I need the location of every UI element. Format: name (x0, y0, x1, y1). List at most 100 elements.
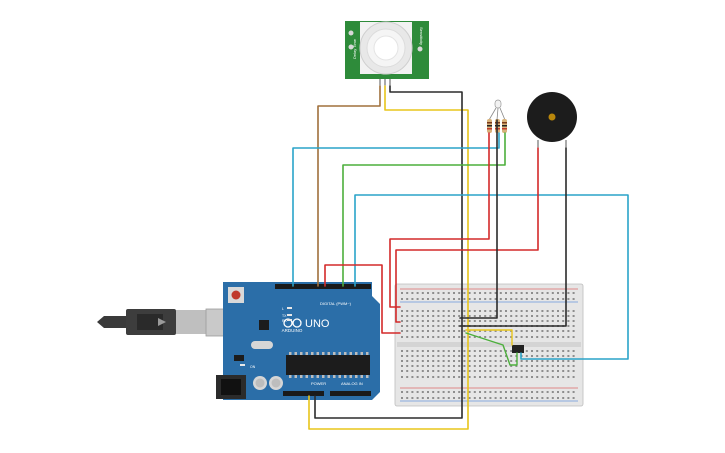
wire-blue-led[interactable] (292, 132, 500, 287)
breadboard-hole (546, 365, 549, 367)
breadboard-hole (510, 336, 513, 338)
breadboard-hole (416, 391, 419, 393)
breadboard-hole (453, 370, 455, 372)
breadboard-hole (468, 320, 471, 322)
piezo-buzzer[interactable] (527, 92, 577, 148)
breadboard-hole (567, 376, 570, 378)
breadboard-hole (416, 330, 419, 332)
breadboard-hole (536, 365, 539, 367)
breadboard-hole (421, 320, 424, 322)
wire-red-arduino[interactable] (324, 264, 401, 334)
breadboard-hole (479, 370, 481, 372)
wire-red-led[interactable] (389, 132, 490, 308)
chip-pin (333, 352, 336, 355)
breadboard-hole (499, 355, 502, 357)
breadboard-hole (499, 360, 502, 362)
transistor[interactable] (512, 345, 524, 353)
breadboard-hole (458, 310, 461, 312)
breadboard-hole (536, 330, 539, 332)
breadboard-hole (505, 397, 507, 399)
breadboard-hole (541, 310, 544, 312)
breadboard-hole (442, 310, 445, 312)
wire-green-jumper[interactable] (465, 332, 518, 366)
breadboard-hole (505, 365, 507, 367)
breadboard-hole (421, 325, 424, 327)
breadboard-hole (572, 292, 575, 294)
wire-yellow-pir[interactable] (308, 85, 469, 430)
chip-pin (355, 352, 358, 355)
breadboard-hole (442, 355, 445, 357)
breadboard-hole (541, 360, 544, 362)
board-brand-label: ARDUINO (282, 328, 303, 333)
breadboard-hole (406, 336, 409, 338)
breadboard-hole (551, 330, 554, 332)
wires (292, 85, 629, 430)
breadboard-hole (505, 310, 507, 312)
breadboard-hole (567, 355, 570, 357)
wire-red-buzzer[interactable] (395, 147, 539, 323)
breadboard-hole (525, 376, 528, 378)
breadboard-hole (479, 292, 481, 294)
breadboard-hole (442, 298, 445, 300)
chip-pin (344, 375, 347, 378)
breadboard-hole (473, 360, 476, 362)
wire-black-buzzer[interactable] (459, 147, 567, 327)
breadboard-hole (562, 360, 565, 362)
wire-black-led[interactable] (459, 119, 498, 319)
breadboard-hole (557, 292, 559, 294)
breadboard-hole (489, 310, 492, 312)
breadboard-hole (505, 376, 507, 378)
breadboard-hole (525, 336, 528, 338)
breadboard-hole (463, 350, 466, 352)
breadboard-hole (499, 310, 502, 312)
breadboard-hole (473, 376, 476, 378)
wire-blue-transistor[interactable] (354, 194, 629, 360)
wire-black-pir[interactable] (314, 85, 463, 419)
breadboard-hole (572, 365, 575, 367)
breadboard-hole (515, 365, 518, 367)
rgb-led[interactable] (488, 99, 506, 121)
breadboard-hole (531, 370, 533, 372)
breadboard-hole (557, 397, 559, 399)
breadboard-hole (442, 365, 445, 367)
breadboard-hole (401, 292, 403, 294)
breadboard-hole (411, 330, 414, 332)
breadboard-hole (510, 397, 513, 399)
breadboard-hole (411, 350, 414, 352)
breadboard[interactable] (394, 283, 584, 407)
breadboard-hole (401, 320, 403, 322)
breadboard-hole (411, 320, 414, 322)
breadboard-hole (494, 320, 497, 322)
pir-motion-sensor[interactable]: Delay Time Sensitivity (345, 21, 429, 86)
chip-pin (333, 375, 336, 378)
breadboard-hole (567, 292, 570, 294)
breadboard-hole (546, 298, 549, 300)
breadboard-hole (421, 370, 424, 372)
breadboard-hole (551, 350, 554, 352)
breadboard-hole (437, 325, 440, 327)
wire-green-led[interactable] (342, 132, 506, 287)
wire-yellow-jumper[interactable] (465, 329, 513, 346)
breadboard-hole (463, 315, 466, 317)
breadboard-hole (557, 360, 559, 362)
chip-pin (316, 375, 319, 378)
breadboard-hole (473, 320, 476, 322)
breadboard-hole (525, 355, 528, 357)
breadboard-hole (515, 298, 518, 300)
breadboard-hole (442, 336, 445, 338)
breadboard-hole (406, 298, 409, 300)
breadboard-hole (432, 360, 435, 362)
pir-left-label: Delay Time (352, 38, 357, 59)
breadboard-hole (453, 376, 455, 378)
breadboard-hole (546, 315, 549, 317)
breadboard-hole (463, 298, 466, 300)
arduino-uno-board[interactable]: ARDUINO UNO DIGITAL (PWM~) POWER ANALOG … (97, 282, 380, 400)
breadboard-hole (442, 292, 445, 294)
breadboard-hole (520, 336, 523, 338)
breadboard-hole (479, 391, 481, 393)
breadboard-hole (541, 365, 544, 367)
chip-pin (311, 375, 314, 378)
wire-brown[interactable] (317, 85, 381, 287)
breadboard-hole (494, 355, 497, 357)
breadboard-hole (401, 350, 403, 352)
